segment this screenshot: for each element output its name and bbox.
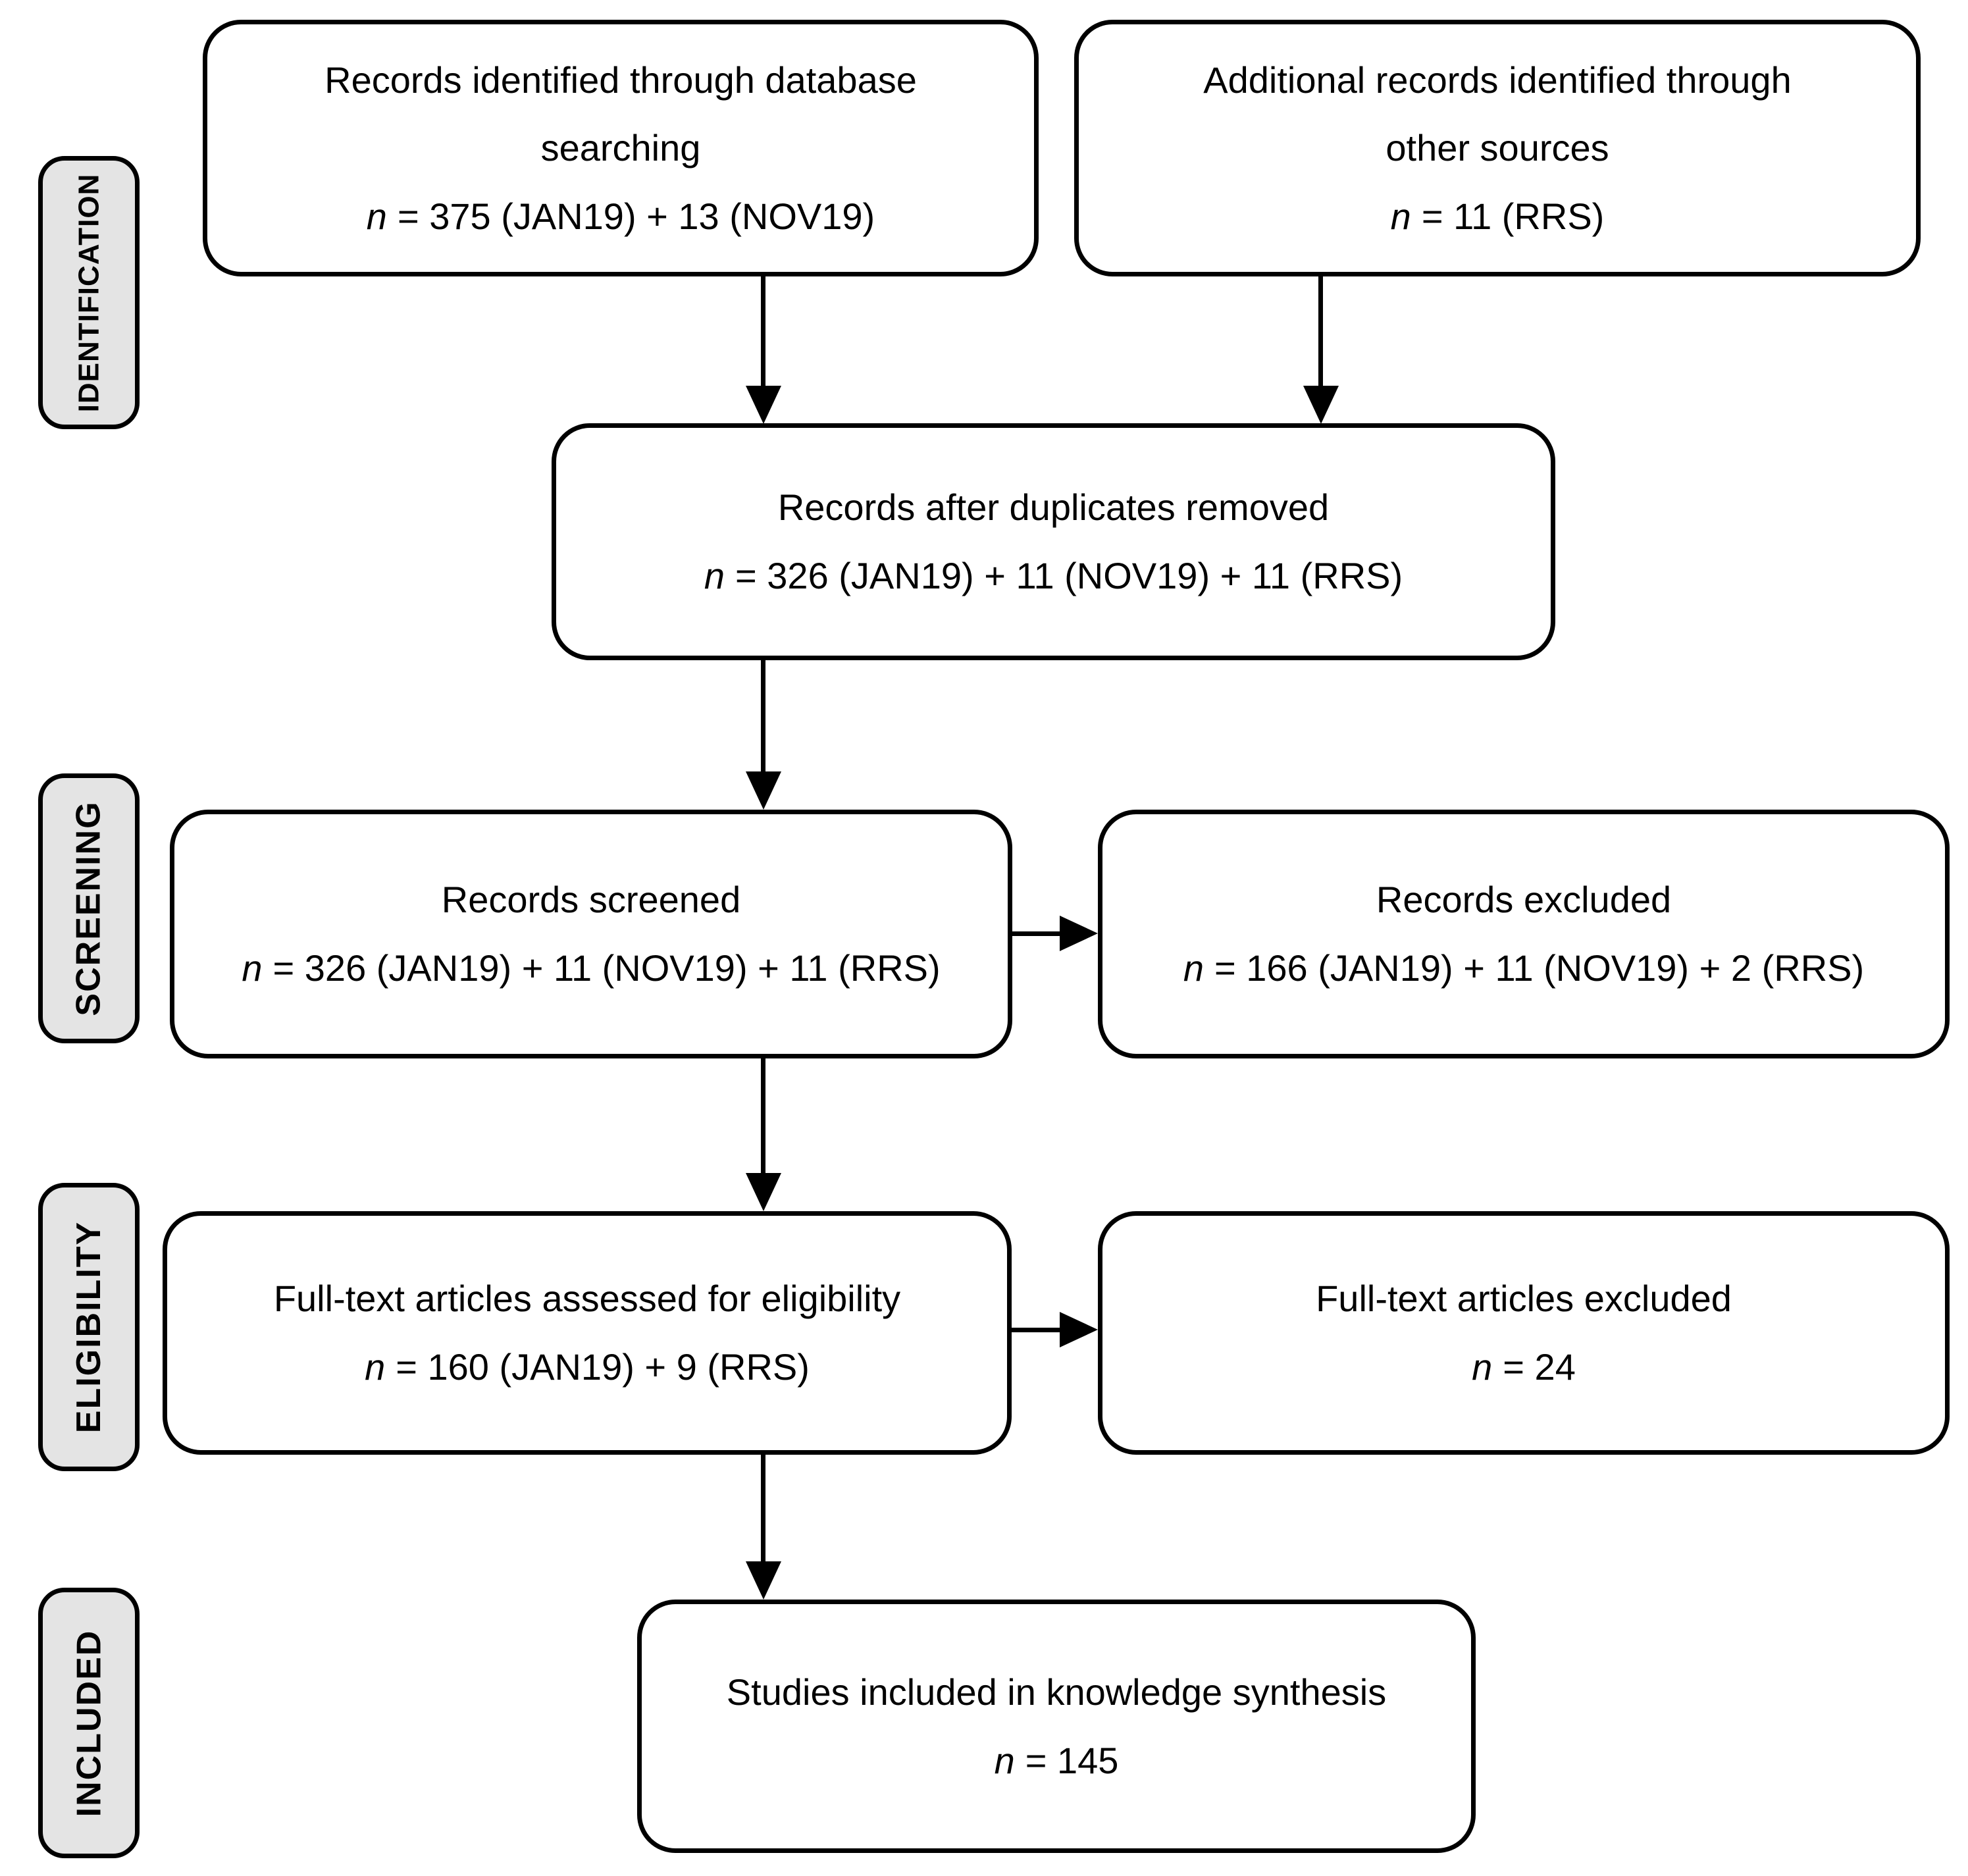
- box-fulltext-excluded-count: n= 24: [1472, 1333, 1576, 1401]
- arrow-head-icon: [746, 771, 781, 810]
- box-records-excluded: Records excluded n= 166 (JAN19) + 11 (NO…: [1098, 810, 1950, 1058]
- arrow-line: [1318, 276, 1323, 388]
- box-additional-records-count: n= 11 (RRS): [1391, 182, 1605, 251]
- box-additional-records-line1: Additional records identified through: [1203, 59, 1792, 101]
- box-studies-included-count: n= 145: [995, 1727, 1119, 1795]
- arrow-line: [761, 1455, 765, 1564]
- arrow-line: [1012, 931, 1063, 936]
- n-symbol: n: [366, 195, 387, 237]
- stage-label-included: INCLUDED: [38, 1588, 140, 1858]
- arrow-head-icon: [1303, 386, 1339, 424]
- box-studies-included: Studies included in knowledge synthesis …: [637, 1600, 1476, 1853]
- n-symbol: n: [704, 555, 725, 596]
- box-fulltext-excluded: Full-text articles excluded n= 24: [1098, 1211, 1950, 1455]
- box-fulltext-excluded-line1: Full-text articles excluded: [1316, 1278, 1732, 1320]
- arrow-head-icon: [1060, 916, 1098, 951]
- box-records-excluded-count: n= 166 (JAN19) + 11 (NOV19) + 2 (RRS): [1183, 934, 1864, 1003]
- n-value: = 326 (JAN19) + 11 (NOV19) + 11 (RRS): [735, 555, 1403, 596]
- box-fulltext-assessed: Full-text articles assessed for eligibil…: [163, 1211, 1012, 1455]
- box-records-identified-line2: searching: [540, 127, 701, 169]
- n-value: = 24: [1503, 1346, 1576, 1388]
- arrow-line: [761, 660, 765, 773]
- n-value: = 326 (JAN19) + 11 (NOV19) + 11 (RRS): [272, 947, 941, 989]
- box-fulltext-assessed-count: n= 160 (JAN19) + 9 (RRS): [365, 1333, 810, 1401]
- box-records-identified: Records identified through database sear…: [203, 20, 1039, 276]
- n-symbol: n: [1472, 1346, 1493, 1388]
- arrow-head-icon: [1060, 1312, 1098, 1347]
- box-additional-records-line2: other sources: [1385, 127, 1609, 169]
- n-value: = 166 (JAN19) + 11 (NOV19) + 2 (RRS): [1214, 947, 1865, 989]
- stage-label-eligibility: ELIGIBILITY: [38, 1183, 140, 1471]
- box-records-excluded-line1: Records excluded: [1376, 879, 1672, 921]
- stage-label-screening: SCREENING: [38, 773, 140, 1043]
- arrow-head-icon: [746, 386, 781, 424]
- n-symbol: n: [365, 1346, 386, 1388]
- arrow-line: [761, 1058, 765, 1176]
- box-duplicates-removed-line1: Records after duplicates removed: [777, 486, 1330, 529]
- box-additional-records: Additional records identified through ot…: [1074, 20, 1921, 276]
- n-value: = 11 (RRS): [1421, 195, 1605, 237]
- stage-label-screening-text: SCREENING: [70, 800, 108, 1016]
- box-duplicates-removed: Records after duplicates removed n= 326 …: [552, 423, 1555, 660]
- box-fulltext-assessed-line1: Full-text articles assessed for eligibil…: [273, 1278, 901, 1320]
- arrow-line: [1012, 1328, 1063, 1332]
- stage-label-identification: IDENTIFICATION: [38, 156, 140, 429]
- box-records-identified-count: n= 375 (JAN19) + 13 (NOV19): [367, 182, 875, 251]
- n-symbol: n: [994, 1739, 1015, 1781]
- n-value: = 375 (JAN19) + 13 (NOV19): [397, 195, 875, 237]
- n-value: = 145: [1025, 1739, 1119, 1781]
- stage-label-eligibility-text: ELIGIBILITY: [70, 1220, 109, 1434]
- n-symbol: n: [1183, 947, 1204, 989]
- box-records-screened-line1: Records screened: [441, 879, 741, 921]
- arrow-head-icon: [746, 1561, 781, 1600]
- n-symbol: n: [242, 947, 263, 989]
- arrow-head-icon: [746, 1173, 781, 1211]
- box-duplicates-removed-count: n= 326 (JAN19) + 11 (NOV19) + 11 (RRS): [704, 542, 1403, 610]
- box-records-identified-line1: Records identified through database: [324, 59, 917, 101]
- stage-label-identification-text: IDENTIFICATION: [72, 173, 105, 412]
- box-records-screened: Records screened n= 326 (JAN19) + 11 (NO…: [170, 810, 1012, 1058]
- stage-label-included-text: INCLUDED: [70, 1629, 109, 1817]
- n-symbol: n: [1390, 195, 1411, 237]
- box-studies-included-line1: Studies included in knowledge synthesis: [726, 1671, 1387, 1713]
- box-records-screened-count: n= 326 (JAN19) + 11 (NOV19) + 11 (RRS): [242, 934, 940, 1003]
- arrow-line: [761, 276, 765, 388]
- n-value: = 160 (JAN19) + 9 (RRS): [396, 1346, 810, 1388]
